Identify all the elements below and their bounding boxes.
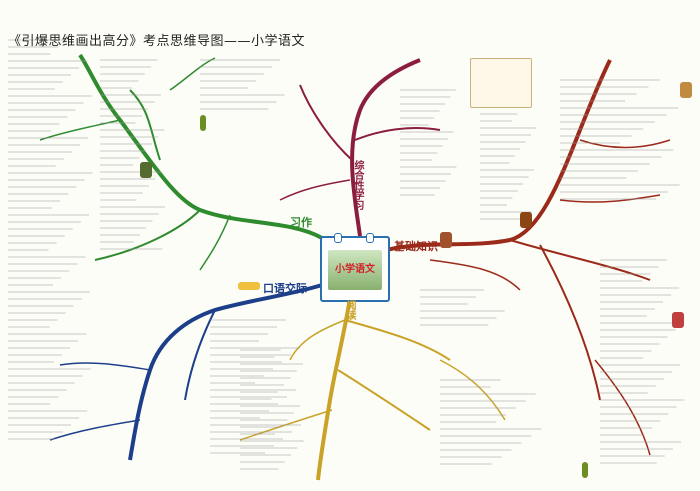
plant-icon	[200, 115, 206, 131]
student-figure-icon	[520, 212, 532, 228]
center-label: 小学语文	[328, 260, 382, 275]
basic-sub-line-2	[540, 245, 600, 400]
branch-reading-label: 阅读	[342, 300, 357, 320]
oral-branch-line	[130, 285, 322, 460]
composition-sub-line-4	[200, 215, 230, 270]
branch-comprehensive-label: 综合性学习	[350, 160, 365, 210]
basic-sub-line-4	[580, 140, 670, 148]
branch-composition-label: 习作	[290, 214, 312, 230]
plant-icon	[582, 462, 588, 478]
center-node: 小学语文	[320, 236, 390, 302]
reading-sub-line-2	[338, 370, 430, 430]
binder-ring-icon	[334, 233, 342, 243]
info-card	[470, 58, 532, 108]
oral-sub-line-3	[50, 420, 140, 440]
hand-icon	[238, 282, 260, 290]
branch-oral-label: 口语交际	[263, 280, 307, 296]
student-figure-icon	[440, 232, 452, 248]
comprehensive-sub-line-3	[280, 180, 350, 200]
reading-sub-line-1	[345, 320, 450, 360]
student-figure-icon	[140, 162, 152, 178]
book-icon	[680, 82, 692, 98]
binder-ring-icon	[366, 233, 374, 243]
book-icon	[672, 312, 684, 328]
composition-sub-line-2	[130, 90, 160, 160]
comprehensive-sub-line-1	[300, 85, 352, 160]
branch-basic-label: 基础知识	[394, 238, 438, 254]
basic-sub-line-6	[430, 260, 520, 290]
reading-sub-line-5	[440, 360, 505, 420]
page-title: 《引爆思维画出高分》考点思维导图——小学语文	[8, 30, 305, 49]
reading-sub-line-4	[290, 320, 345, 360]
comprehensive-sub-line-2	[355, 128, 440, 140]
composition-branch-line	[80, 55, 322, 238]
